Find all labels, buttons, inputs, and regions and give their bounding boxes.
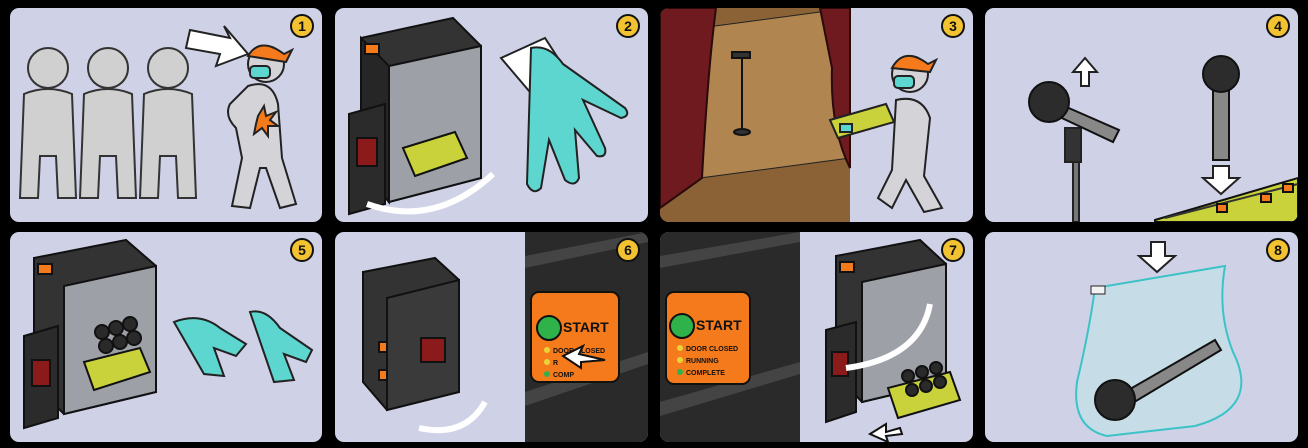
step-7-panel: 7 START DOOR CLOSED RUNNING COMPLETE xyxy=(660,232,973,442)
uv-device xyxy=(24,240,156,428)
glove-icon xyxy=(501,38,627,191)
worker-in-ppe xyxy=(228,45,296,208)
loaded-device-illustration xyxy=(10,232,322,442)
bagging-illustration xyxy=(985,232,1298,442)
open-device-illustration xyxy=(335,8,648,222)
arrow-down-icon xyxy=(1139,242,1175,272)
bystander-silhouettes xyxy=(20,48,196,198)
step-3-panel: 3 xyxy=(660,8,973,222)
start-device-illustration: START DOOR CLOSED R COMP xyxy=(335,232,648,442)
microphone-icon xyxy=(1203,56,1239,160)
microphone-removal-illustration xyxy=(985,8,1298,222)
running-label: R xyxy=(553,360,558,367)
step-5-panel: 5 xyxy=(10,232,322,442)
arrow-up-icon xyxy=(1073,58,1097,86)
step-1-panel: 1 xyxy=(10,8,322,222)
glove-icon xyxy=(174,311,312,382)
step-8-panel: 8 xyxy=(985,232,1298,442)
mic-stand xyxy=(1065,128,1081,222)
uv-device xyxy=(363,258,459,410)
step-number-badge: 5 xyxy=(290,238,314,262)
arrow-icon xyxy=(186,26,248,66)
running-label: RUNNING xyxy=(686,358,719,365)
stage-illustration xyxy=(660,8,973,222)
complete-label: COMPLETE xyxy=(686,370,725,377)
door-closed-label: DOOR CLOSED xyxy=(686,346,738,353)
step-number-badge: 3 xyxy=(941,14,965,38)
control-panel-closeup: START DOOR CLOSED R COMP xyxy=(525,232,648,442)
step-number-badge: 2 xyxy=(616,14,640,38)
step-6-panel: 6 START DOOR CLOSED R COMP xyxy=(335,232,648,442)
complete-label: COMP xyxy=(553,372,574,379)
uv-device xyxy=(349,18,481,214)
swing-arrow xyxy=(419,402,485,430)
control-panel-closeup: START DOOR CLOSED RUNNING COMPLETE xyxy=(660,232,800,442)
start-label: START xyxy=(696,317,742,333)
step-number-badge: 7 xyxy=(941,238,965,262)
step-number-badge: 4 xyxy=(1266,14,1290,38)
people-distancing-illustration xyxy=(10,8,322,222)
step-number-badge: 1 xyxy=(290,14,314,38)
cycle-complete-illustration: START DOOR CLOSED RUNNING COMPLETE xyxy=(660,232,973,442)
start-label: START xyxy=(563,319,609,335)
arrow-icon xyxy=(870,424,902,442)
step-number-badge: 8 xyxy=(1266,238,1290,262)
arrow-down-icon xyxy=(1203,166,1239,194)
step-number-badge: 6 xyxy=(616,238,640,262)
step-4-panel: 4 xyxy=(985,8,1298,222)
step-2-panel: 2 xyxy=(335,8,648,222)
